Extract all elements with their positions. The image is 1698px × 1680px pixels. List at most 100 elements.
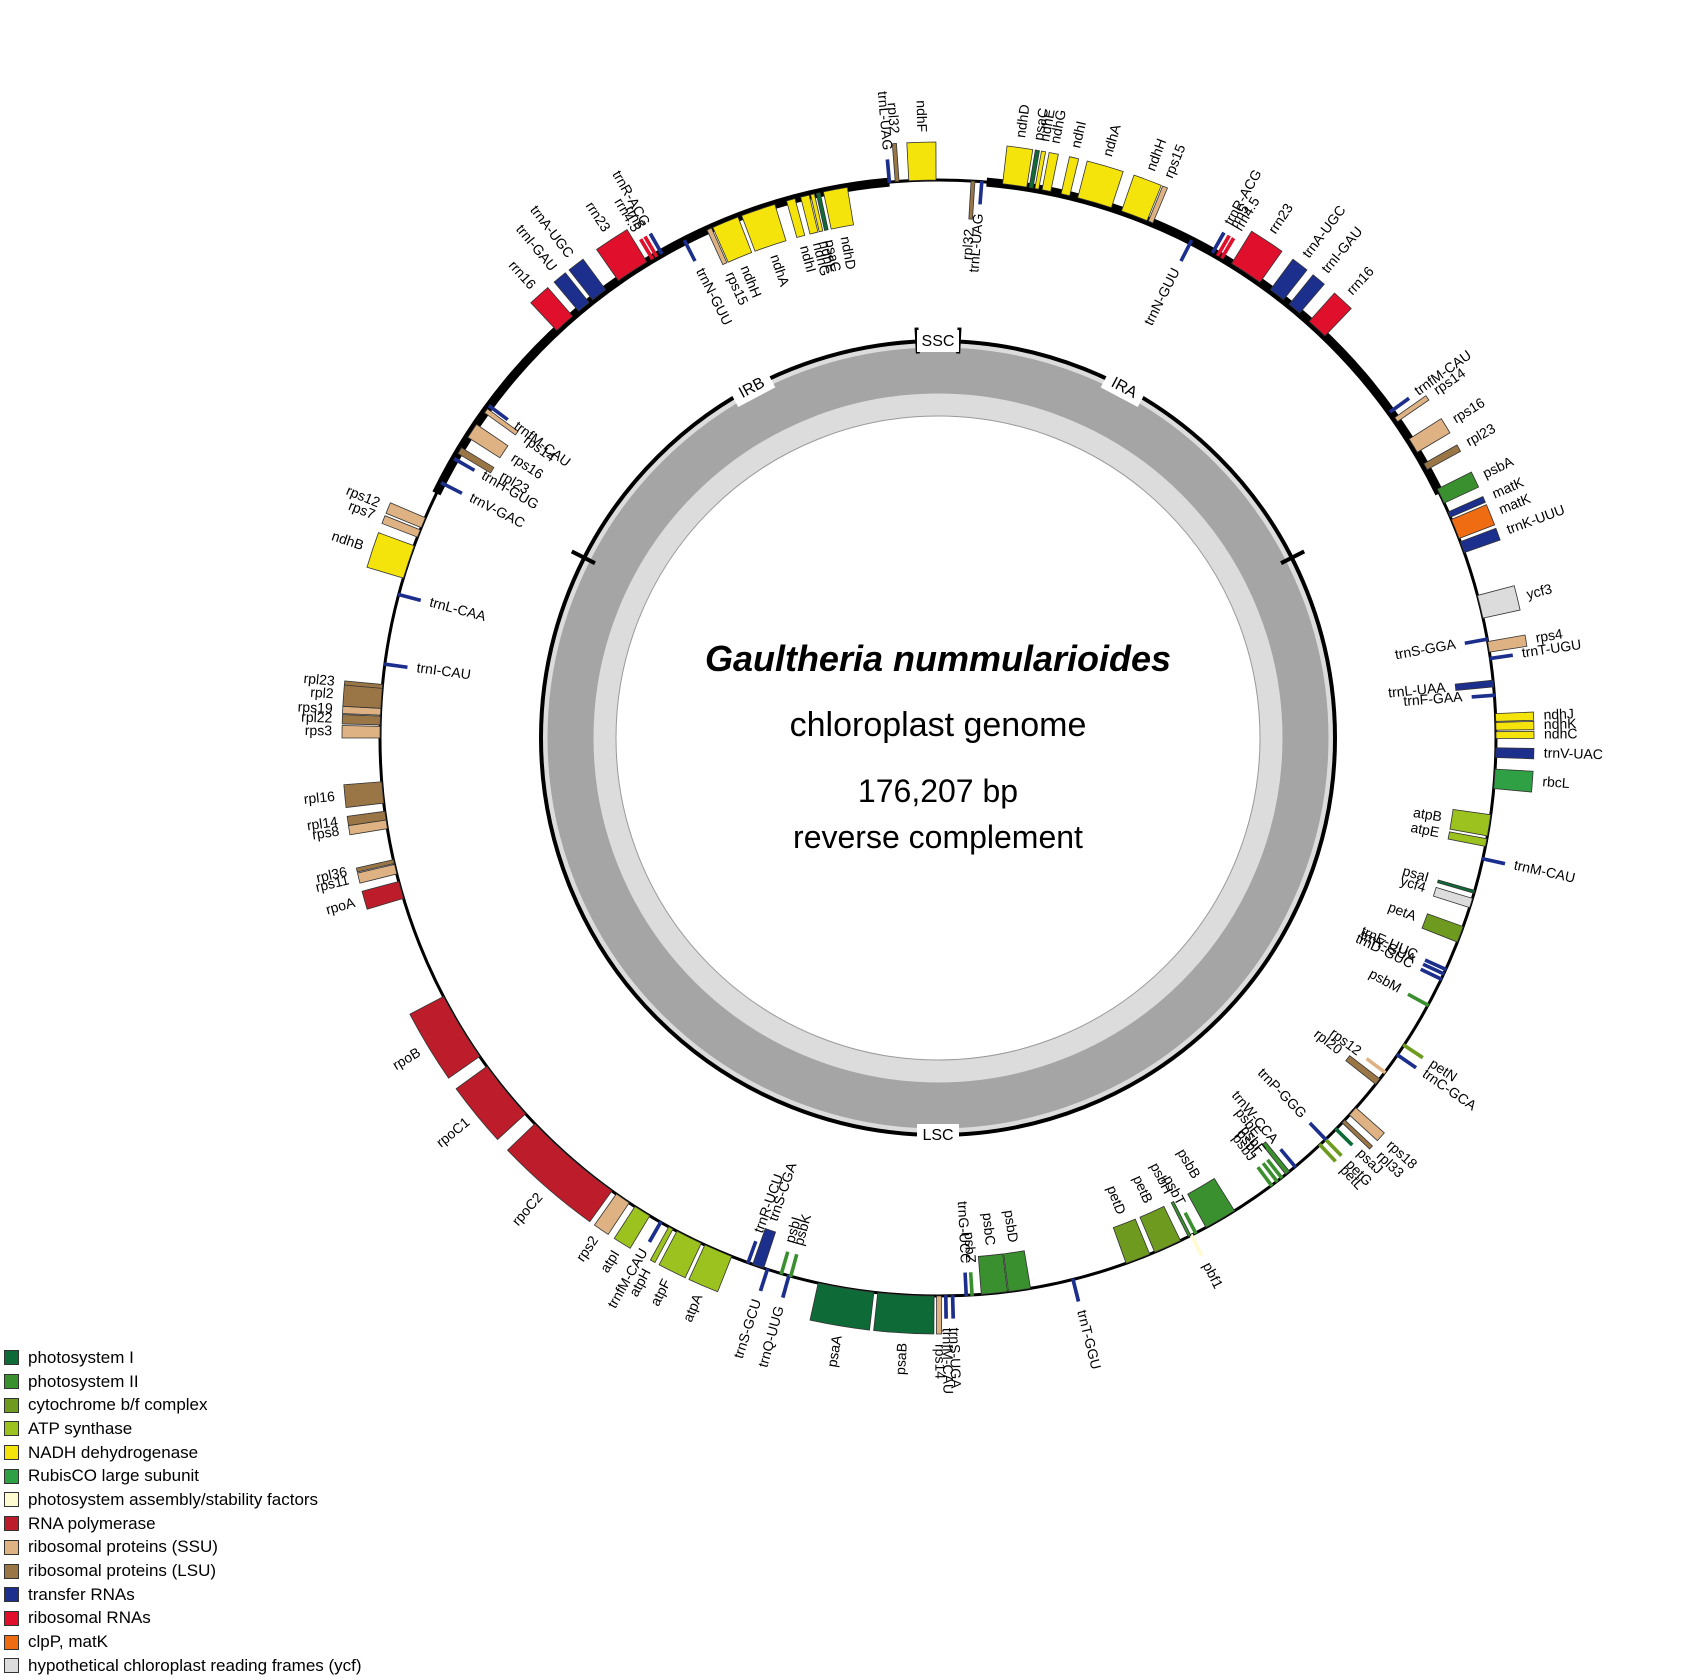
gene-trnt-ugu-block	[1489, 653, 1514, 661]
gene-label-rpl14: rpl14	[306, 813, 339, 833]
gene-label-psac: psaC	[822, 238, 845, 273]
gene-psbj-block	[1256, 1166, 1274, 1188]
gene-label-atpe: atpE	[1409, 819, 1440, 840]
gene-psba-block	[1436, 471, 1480, 504]
gene-label-psaa: psaA	[824, 1334, 845, 1369]
gene-trny-gua-block	[1422, 962, 1446, 976]
gene-rpl32-block	[968, 180, 976, 220]
svg-text:LSC: LSC	[922, 1127, 953, 1144]
gene-label-ndhj: ndhJ	[1543, 705, 1574, 722]
gene-trnn-guu-block	[682, 239, 697, 262]
legend-item: NADH dehydrogenase	[4, 1441, 362, 1465]
region-boundary-tick	[1280, 549, 1306, 565]
gene-label-trnv-uac: trnV-UAC	[1544, 745, 1604, 763]
gene-label-trnl-uag: trnL-UAG	[965, 213, 986, 273]
gene-rps12-block	[385, 502, 426, 529]
gene-ndhb-block	[366, 532, 415, 579]
region-label-ssc: SSC	[917, 330, 959, 352]
gene-label-peta: petA	[1386, 899, 1419, 924]
gene-label-psbz: psbZ	[962, 1231, 980, 1263]
gene-trna-ugc-block	[1269, 258, 1308, 301]
gene-label-ndhe: ndhE	[817, 239, 840, 274]
gene-label-psac: psaC	[1030, 107, 1051, 142]
gene-rrn4.5-block	[639, 238, 655, 261]
gene-psbt-block	[1183, 1211, 1198, 1235]
gene-psac-block	[815, 192, 829, 232]
gene-ndha-block	[741, 203, 787, 252]
gene-label-trnn-guu: trnN-GUU	[1140, 265, 1183, 328]
gene-psab-block	[873, 1292, 935, 1335]
gene-ndhd-block	[1002, 145, 1034, 188]
gene-label-petd: petD	[1104, 1183, 1130, 1216]
gene-trnv-gac-block	[440, 480, 463, 495]
gene-label-ycf4: ycf4	[1399, 872, 1428, 895]
gene-atph-block	[649, 1226, 674, 1264]
gene-trnfm-cau-block	[1388, 396, 1411, 414]
gene-label-ndhg: ndhG	[1047, 108, 1069, 145]
gene-rpl14-block	[346, 810, 387, 827]
gene-label-rpl16: rpl16	[303, 788, 336, 807]
gene-label-rps19: rps19	[297, 699, 333, 717]
gene-trna-ugc-block	[568, 258, 607, 301]
gene-label-trnt-ugu: trnT-UGU	[1521, 636, 1583, 660]
gene-trnl-uaa-block	[1454, 679, 1495, 691]
legend-swatch	[4, 1516, 19, 1532]
legend-label: photosystem I	[28, 1347, 134, 1367]
legend-swatch	[4, 1634, 19, 1650]
gene-trnv-uac-block	[1495, 747, 1535, 760]
gene-label-psai: psaI	[1401, 862, 1431, 885]
gene-label-rps8: rps8	[311, 823, 341, 843]
gene-label-rps16: rps16	[1449, 394, 1487, 426]
gene-psbd-block	[1003, 1250, 1032, 1292]
gene-trni-gau-block	[553, 272, 590, 312]
legend-swatch	[4, 1374, 19, 1390]
gene-label-rbcl: rbcL	[1542, 773, 1571, 791]
gene-trnr-acg-block	[648, 232, 664, 255]
gene-trnn-guu-block	[1179, 239, 1194, 262]
legend-label: NADH dehydrogenase	[28, 1442, 199, 1462]
orientation-note: reverse complement	[793, 819, 1083, 855]
gene-trne-uuc-block	[1424, 958, 1448, 972]
legend-swatch	[4, 1610, 19, 1626]
gene-label-trnf-gaa: trnF-GAA	[1403, 688, 1464, 709]
gene-rrn16-block	[1308, 292, 1352, 337]
gene-label-trnm-cau: trnM-CAU	[1513, 857, 1577, 886]
legend-label: RNA polymerase	[28, 1513, 156, 1533]
gene-psbz-block	[968, 1272, 974, 1296]
legend-label: ribosomal proteins (SSU)	[28, 1537, 218, 1557]
gene-label-rpl23: rpl23	[303, 670, 336, 689]
gene-ndhh-block	[1121, 174, 1162, 222]
gene-label-ndhc: ndhC	[1544, 725, 1578, 741]
gene-ndhi-block	[1060, 156, 1080, 197]
gene-label-ndhd: ndhD	[1012, 103, 1032, 138]
gene-trnd-guc-block	[1419, 967, 1443, 982]
gene-ycf4-block	[1432, 886, 1473, 909]
legend-item: photosystem I	[4, 1346, 362, 1370]
gene-rpl16-block	[343, 781, 385, 808]
gene-trnr-acg-block	[1210, 231, 1226, 254]
legend-swatch	[4, 1350, 19, 1366]
gene-label-trns-uga: trnS-UGA	[947, 1328, 965, 1390]
svg-text:SSC: SSC	[922, 333, 955, 350]
gene-trnl-uag-block	[978, 180, 984, 205]
gene-trnr-ucu-block	[746, 1240, 758, 1264]
gene-rbcl-block	[1493, 768, 1534, 793]
gene-label-psbc: psbC	[980, 1212, 999, 1246]
gene-ndhg-block	[1041, 151, 1059, 192]
gene-trng-ucc-block	[963, 1272, 969, 1297]
gene-rpl22-block	[341, 714, 381, 726]
gene-ndhg-block	[800, 194, 819, 235]
gene-rpl23-block	[1423, 444, 1462, 471]
gene-peta-block	[1421, 913, 1464, 943]
gene-matk-block	[1447, 496, 1486, 518]
gene-atpf-block	[658, 1230, 702, 1279]
gene-rpl33-block	[1341, 1119, 1374, 1150]
gene-atpi-block	[613, 1205, 651, 1249]
legend-item: clpP, matK	[4, 1630, 362, 1654]
gene-psbf-block	[1266, 1158, 1284, 1180]
gene-petl-block	[1318, 1142, 1337, 1163]
gene-trnl-caa-block	[397, 592, 422, 603]
gene-label-ndhd: ndhD	[838, 235, 860, 271]
gene-ndhc-block	[1495, 730, 1535, 739]
gene-rps16-block	[467, 423, 509, 459]
